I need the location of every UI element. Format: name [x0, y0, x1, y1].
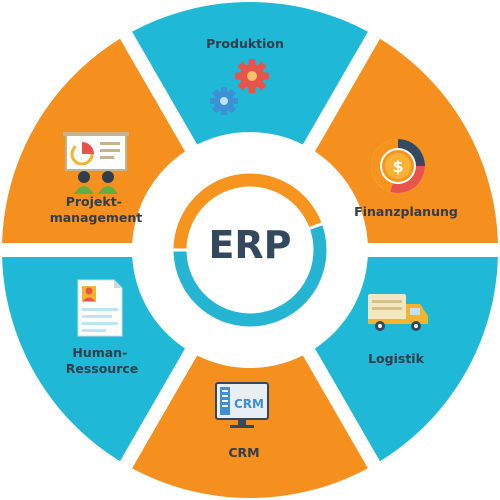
segment-label-produktion: Produktion — [206, 36, 284, 51]
ring-divider — [307, 221, 324, 231]
inner-ring — [172, 173, 327, 327]
segment-label-projektmanagement: Projekt- management — [50, 194, 143, 225]
segment-label-crm: CRM — [228, 445, 259, 460]
resume-document-icon — [77, 279, 123, 337]
labels-layer: Produktion Finanzplanung Logistik CRM Hu… — [50, 36, 458, 460]
inner-ring-arc — [173, 173, 322, 251]
crm-monitor-icon: CRM — [215, 382, 269, 428]
segment-label-finanzplanung: Finanzplanung — [354, 204, 458, 219]
segment-logistik — [314, 257, 498, 462]
presentation-board-icon — [63, 132, 129, 194]
center-gear — [138, 138, 362, 362]
crm-icon-text: CRM — [234, 397, 264, 411]
center-label: ERP — [208, 223, 291, 267]
inner-ring-arc — [173, 223, 327, 327]
delivery-truck-icon — [368, 294, 428, 331]
gear-shape — [138, 138, 362, 362]
gears-icon — [210, 59, 269, 115]
segment-human-ressource — [2, 257, 186, 462]
svg-text:$: $ — [392, 157, 403, 176]
coin-pie-chart-icon: $ — [370, 138, 425, 194]
segment-label-human-ressource: Human- Ressource — [66, 345, 139, 376]
segment-label-logistik: Logistik — [368, 351, 424, 366]
